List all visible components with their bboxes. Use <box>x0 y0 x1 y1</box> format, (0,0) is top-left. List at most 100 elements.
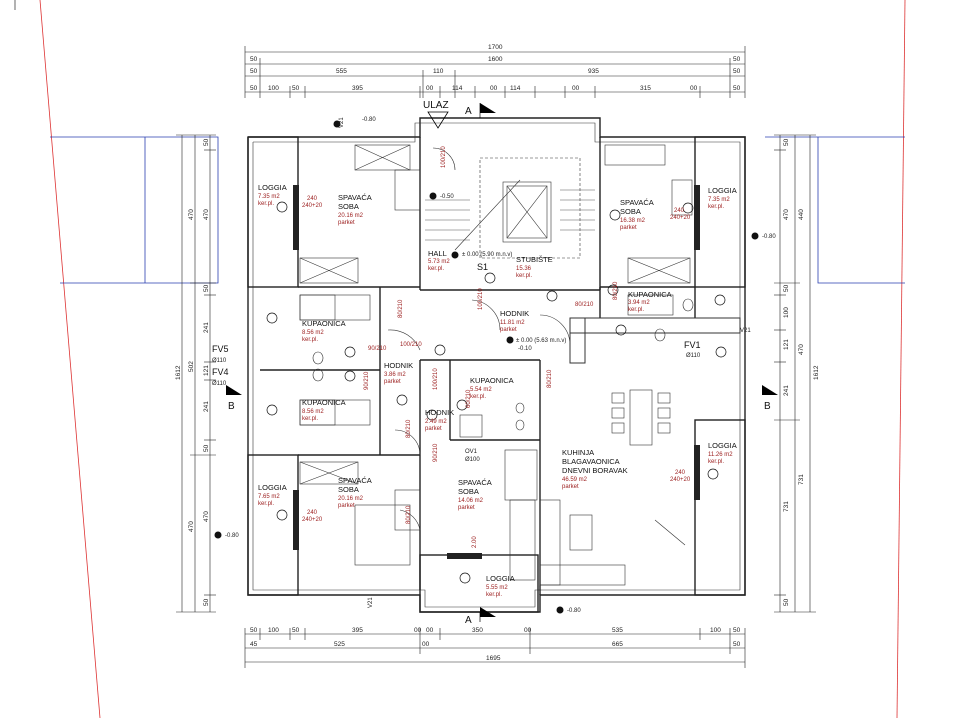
room-loggia-bl: LOGGIA 7.65 m2 ker.pl. <box>258 483 287 507</box>
dim-bot-2b: 525 <box>334 641 345 648</box>
section-a-bottom: A <box>465 615 472 626</box>
dim-right-mid-a: 440 <box>798 209 805 220</box>
dim-left-mid-c: 470 <box>188 521 195 532</box>
svg-text:HODNIK: HODNIK <box>384 361 413 370</box>
door-label-12: 60/210 <box>466 389 472 408</box>
dim-total-top: 1700 <box>488 44 503 51</box>
dim-top-3b: 555 <box>336 68 347 75</box>
drain-points <box>266 201 727 584</box>
svg-text:3.94 m2: 3.94 m2 <box>628 300 650 306</box>
dim-top-3e: 50 <box>733 68 741 75</box>
dim-right-mid-b: 470 <box>798 344 805 355</box>
room-spavaca-tr: SPAVAĆA SOBA 16.38 m2 parket <box>620 198 654 231</box>
svg-text:15.36: 15.36 <box>516 266 532 272</box>
dim-bot-1d: 395 <box>352 627 363 634</box>
svg-text:14.06 m2: 14.06 m2 <box>458 498 484 504</box>
svg-text:parket: parket <box>458 505 475 511</box>
room-kupaonica-l1: KUPAONICA 8.56 m2 ker.pl. <box>302 319 346 343</box>
dim-bot-2d: 665 <box>612 641 623 648</box>
dim-bot-1e: 00 <box>414 627 422 634</box>
svg-text:DNEVNI BORAVAK: DNEVNI BORAVAK <box>562 466 628 475</box>
site-boundary-right <box>896 0 906 718</box>
building-walls <box>247 117 746 613</box>
svg-text:ker.pl.: ker.pl. <box>628 307 644 313</box>
site-boundary-left <box>39 0 101 718</box>
door-label-9: 80/210 <box>547 369 553 388</box>
ov1-diameter: Ø100 <box>465 457 480 463</box>
dim-bot-1g: 350 <box>472 627 483 634</box>
dim-left-mid-a: 470 <box>188 209 195 220</box>
dim-top-4h: 114 <box>510 85 521 92</box>
fv1-label: FV1 <box>684 340 701 350</box>
svg-text:parket: parket <box>500 327 517 333</box>
svg-text:ker.pl.: ker.pl. <box>302 337 318 343</box>
svg-text:7.35 m2: 7.35 m2 <box>258 194 280 200</box>
dim-top-2a: 50 <box>250 56 258 63</box>
dim-top-2b: 1600 <box>488 56 503 63</box>
svg-text:8.56 m2: 8.56 m2 <box>302 330 324 336</box>
svg-text:KUPAONICA: KUPAONICA <box>470 376 514 385</box>
svg-text:SPAVAĆA: SPAVAĆA <box>338 476 372 485</box>
door-label-7: 90/210 <box>364 371 370 390</box>
svg-text:STUBIŠTE: STUBIŠTE <box>516 255 553 264</box>
level-right: -0.80 <box>762 234 776 240</box>
dim-bot-1k: 50 <box>733 627 741 634</box>
fixtures <box>299 144 741 586</box>
svg-text:20.16 m2: 20.16 m2 <box>338 496 364 502</box>
dim-bot-2c: 00 <box>422 641 430 648</box>
dim-bot-1i: 535 <box>612 627 623 634</box>
svg-text:LOGGIA: LOGGIA <box>708 441 737 450</box>
svg-text:2.49 m2: 2.49 m2 <box>425 419 447 425</box>
svg-text:SOBA: SOBA <box>620 207 641 216</box>
svg-text:KUPAONICA: KUPAONICA <box>628 290 672 299</box>
svg-text:11.26 m2: 11.26 m2 <box>708 452 733 458</box>
svg-text:HODNIK: HODNIK <box>500 309 529 318</box>
svg-text:SOBA: SOBA <box>338 485 359 494</box>
svg-text:ker.pl.: ker.pl. <box>428 266 444 272</box>
window-label-tr: 240 <box>674 208 685 214</box>
room-loggia-tl: LOGGIA 7.35 m2 ker.pl. <box>258 183 287 207</box>
s1-label: S1 <box>477 262 488 272</box>
dim-bot-1j: 100 <box>710 627 721 634</box>
v21-label-bottom: V21 <box>368 597 374 608</box>
level-stair: -0.50 <box>440 194 454 200</box>
dim-bot-2a: 45 <box>250 641 258 648</box>
dim-left-in-6: 241 <box>203 401 210 412</box>
window-label-tr-2: 240+20 <box>670 215 691 221</box>
neighbour-outline-right <box>765 136 905 284</box>
room-loggia-tr: LOGGIA 7.35 m2 ker.pl. <box>708 186 737 210</box>
svg-text:KUPAONICA: KUPAONICA <box>302 398 346 407</box>
svg-text:SOBA: SOBA <box>458 487 479 496</box>
svg-text:ker.pl.: ker.pl. <box>486 592 502 598</box>
room-hall: HALL 5.73 m2 ker.pl. <box>428 249 450 272</box>
svg-text:ker.pl.: ker.pl. <box>708 459 724 465</box>
dim-right-mid-c: 731 <box>798 474 805 485</box>
dim-right-in-8: 50 <box>783 598 790 606</box>
dim-right-in-7: 731 <box>783 501 790 512</box>
svg-text:ker.pl.: ker.pl. <box>708 204 724 210</box>
level-hodnik-sub: -0.10 <box>518 346 532 352</box>
svg-text:11.81 m2: 11.81 m2 <box>500 320 525 326</box>
dim-left-in-5: 121 <box>203 365 210 376</box>
room-hodnik-l: HODNIK 3.86 m2 parket <box>384 361 413 385</box>
bottom-dimension-chains: 50 100 50 395 00 00 350 00 535 100 50 45… <box>244 627 746 668</box>
svg-text:SPAVAĆA: SPAVAĆA <box>620 198 654 207</box>
svg-text:SPAVAĆA: SPAVAĆA <box>458 478 492 487</box>
svg-text:46.59 m2: 46.59 m2 <box>562 477 588 483</box>
svg-text:HALL: HALL <box>428 249 447 258</box>
svg-text:parket: parket <box>562 484 579 490</box>
room-stubiste: STUBIŠTE 15.36 ker.pl. <box>516 255 553 279</box>
dim-left-in-3: 50 <box>203 284 210 292</box>
dim-right-in-2: 470 <box>783 209 790 220</box>
window-label-tl: 240 <box>307 196 318 202</box>
windows <box>293 185 700 559</box>
svg-text:parket: parket <box>338 220 355 226</box>
dim-top-4f: 114 <box>452 85 463 92</box>
fv5-diameter: Ø110 <box>212 358 227 364</box>
fv5-label: FV5 <box>212 344 229 354</box>
section-b-left: B <box>228 401 235 412</box>
window-label-mr-2: 240+20 <box>670 477 691 483</box>
fv4-diameter: Ø110 <box>212 381 227 387</box>
svg-text:SOBA: SOBA <box>338 202 359 211</box>
dim-top-4b: 100 <box>268 85 279 92</box>
